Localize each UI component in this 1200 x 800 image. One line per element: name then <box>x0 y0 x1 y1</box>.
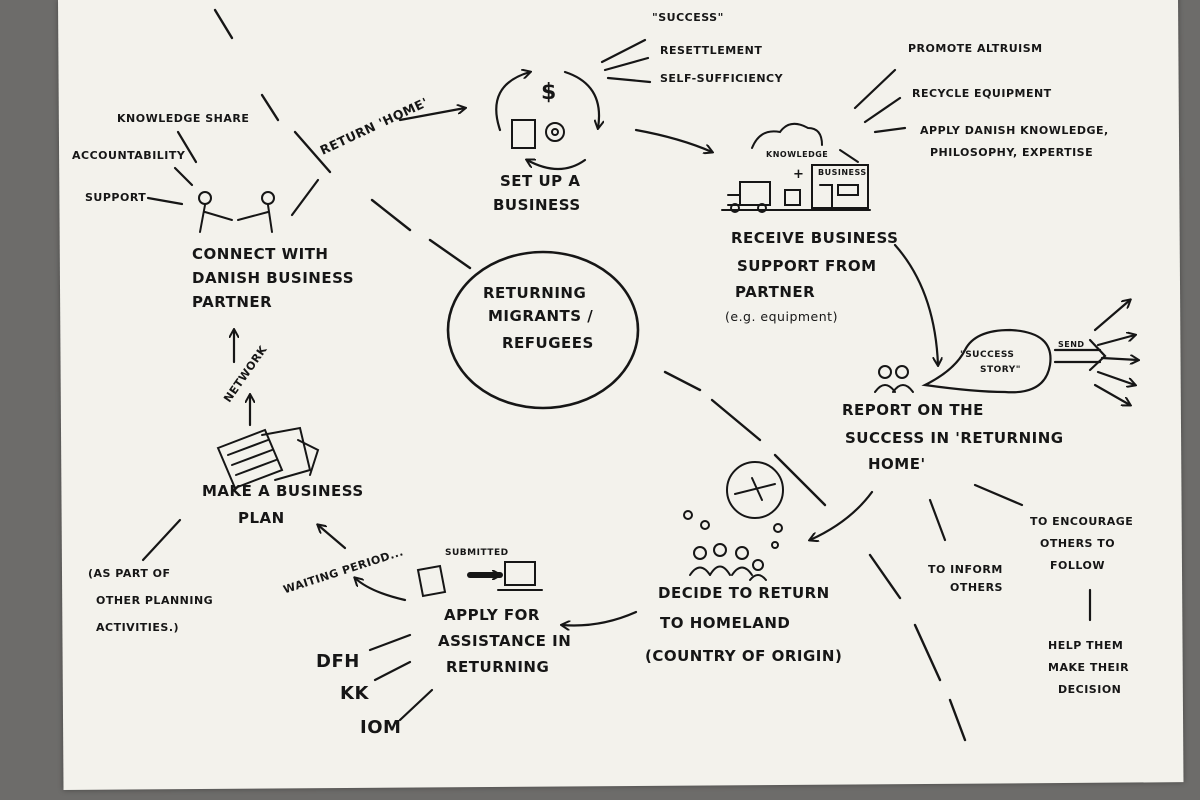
connect-label-1: Connect with <box>192 245 329 263</box>
cycle-arrows <box>495 72 599 170</box>
speech-bubble <box>921 328 1052 394</box>
connect-label-3: Partner <box>192 293 273 311</box>
help-label-1: Help them <box>1048 639 1124 652</box>
setup-label-1: Set up a <box>500 172 581 190</box>
help-label-3: decision <box>1058 683 1122 696</box>
plan-note-3: activities.) <box>96 621 180 634</box>
report-label-2: Success in 'Returning <box>845 429 1064 447</box>
report-label-3: Home' <box>868 455 926 473</box>
plan-note-1: (As part of <box>88 567 171 580</box>
decide-label-2: to Homeland <box>660 614 791 632</box>
handshake-icon <box>198 191 275 233</box>
outcome-resettlement: Resettlement <box>660 44 763 57</box>
decide-label-1: Decide to Return <box>658 584 830 602</box>
setup-label-2: Business <box>493 196 581 214</box>
goal-altruism: Promote Altruism <box>908 42 1043 55</box>
outcome-self-sufficiency: Self-sufficiency <box>660 72 784 85</box>
receive-label-4: (e.g. equipment) <box>725 309 838 324</box>
center-label-1: Returning <box>483 284 587 302</box>
knowledge-cloud-label: Knowledge <box>766 150 829 159</box>
encourage-label-2: Others to <box>1040 537 1116 550</box>
diagonal-dashes <box>213 8 967 742</box>
send-label: Send <box>1058 340 1085 349</box>
center-label-2: Migrants / <box>488 307 594 325</box>
truck-shop-icon <box>721 122 871 213</box>
org-kk: KK <box>340 683 369 704</box>
goal-apply-1: Apply Danish knowledge, <box>920 124 1109 137</box>
receive-label-3: Partner <box>735 283 816 301</box>
receive-label-2: Support from <box>737 257 877 275</box>
org-dfh: DFH <box>316 651 360 672</box>
goal-apply-2: philosophy, expertise <box>930 146 1094 159</box>
airplane-icon <box>683 461 784 549</box>
submitted-label: Submitted <box>445 548 509 558</box>
encourage-label-1: To Encourage <box>1030 515 1134 528</box>
goal-recycle: Recycle equipment <box>912 87 1052 100</box>
org-iom: IOM <box>360 717 402 738</box>
cash-gear-icon <box>511 119 565 149</box>
story-label-2: Story" <box>980 365 1021 375</box>
inform-label-1: To Inform <box>928 563 1003 576</box>
encourage-label-3: Follow <box>1050 559 1105 572</box>
connect-support: Support <box>85 191 147 204</box>
plus-sign: + <box>793 167 805 182</box>
plan-label-1: Make a Business <box>202 482 364 500</box>
dollar-icon: $ <box>541 80 557 105</box>
plan-label-2: Plan <box>238 509 285 527</box>
outcome-success: "Success" <box>652 11 724 24</box>
apply-label-3: Returning <box>446 658 550 676</box>
decide-label-3: (Country of Origin) <box>645 647 843 665</box>
help-label-2: make their <box>1048 661 1130 674</box>
inform-label-2: Others <box>950 581 1003 594</box>
report-label-1: Report on the <box>842 401 984 419</box>
apply-label-2: Assistance in <box>438 632 572 650</box>
connect-knowledge-share: Knowledge share <box>117 112 250 125</box>
receive-label-1: Receive Business <box>731 229 899 247</box>
documents-icon <box>216 426 320 490</box>
center-ellipse <box>446 250 640 410</box>
plan-note-2: other planning <box>96 594 214 607</box>
connect-accountability: Accountability <box>72 149 186 162</box>
family-icon <box>689 543 767 581</box>
connect-label-2: Danish Business <box>192 269 355 287</box>
business-sign-label: Business <box>818 168 867 177</box>
people-icon <box>874 365 914 393</box>
story-label-1: "Success <box>960 350 1015 360</box>
laptop-icon <box>416 561 543 598</box>
center-label-3: Refugees <box>502 334 594 352</box>
apply-label-1: Apply for <box>444 606 540 624</box>
